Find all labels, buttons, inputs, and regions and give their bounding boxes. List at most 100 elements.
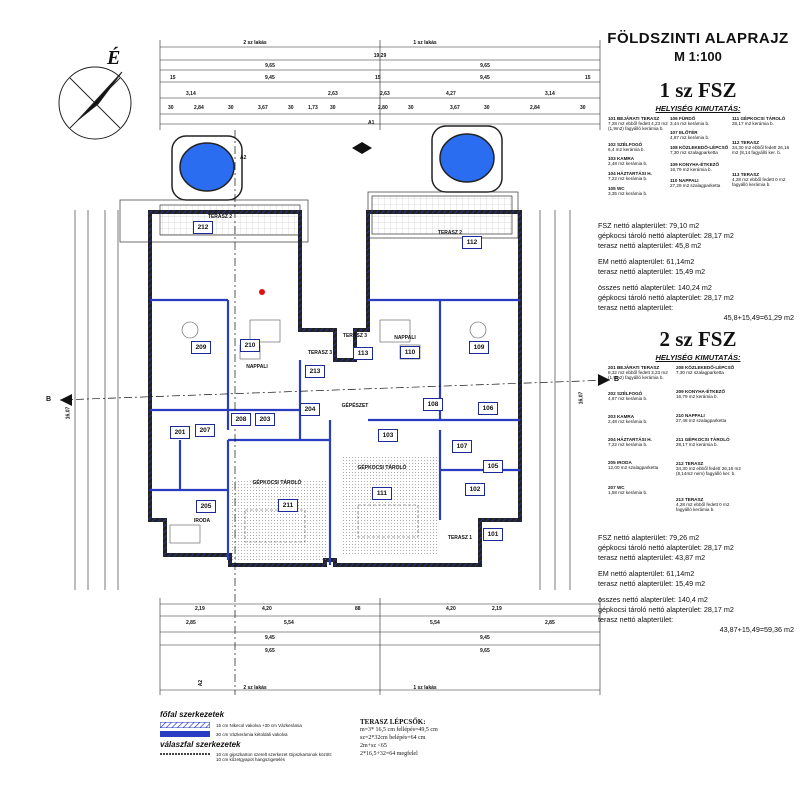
room-tag-203: 203 — [255, 413, 275, 426]
dim-left-vert: 16,07 — [65, 406, 72, 420]
section-b-left: B — [46, 396, 52, 403]
legend-item: 10 cm gipszkarton szerelt szerkezet Gips… — [160, 752, 350, 762]
legend-item: 15 cm Nikecol vakolva +30 cm Vázkerámia — [160, 722, 350, 728]
room-tag-211: 211 — [278, 499, 298, 512]
section-a2-bottom: A2 — [198, 679, 205, 687]
room-tag-208: 208 — [231, 413, 251, 426]
dim-b1-3: 88 — [355, 606, 361, 612]
dim-b2-6: 2,85 — [545, 620, 555, 626]
dim-half-right: 9,65 — [480, 63, 490, 69]
room-tag-210: 210 — [240, 339, 260, 352]
dim-r4-4: 3,14 — [545, 91, 555, 97]
dim-r3-1: 9,45 — [265, 75, 275, 81]
dim-r3-2: 15 — [375, 75, 381, 81]
room-tag-102: 102 — [465, 483, 485, 496]
room-tag-207: 207 — [195, 424, 215, 437]
section-a2-top: A2 — [240, 155, 247, 161]
unit1-room: 104 HÁZTARTÁSI H.7,22 m2 kerámia b. — [608, 171, 652, 182]
dim-r4-2: 2,63 — [380, 91, 390, 97]
dim-r5-11: 2,84 — [530, 105, 540, 111]
room-name-212: TERASZ 2 — [207, 214, 233, 220]
dim-r5-4: 30 — [288, 105, 294, 111]
room-tag-212: 212 — [193, 221, 213, 234]
dim-b1-2: 4,20 — [262, 606, 272, 612]
level-marker — [259, 289, 265, 295]
lakas-top-left: 2 sz lakás — [243, 40, 267, 46]
dim-r5-2: 30 — [228, 105, 234, 111]
bottom-dimensions — [159, 598, 601, 695]
compass-label: É — [107, 47, 121, 69]
dim-r5-6: 30 — [330, 105, 336, 111]
legend-text: 10 cm gipszkarton szerelt szerkezet Gips… — [216, 752, 333, 762]
dim-r4-0: 3,14 — [186, 91, 196, 97]
page-title: FÖLDSZINTI ALAPRAJZ — [607, 30, 789, 47]
room-name-113: TERASZ 3 — [342, 333, 368, 339]
steps-line: sz=2*32cm belépés=64 cm — [360, 735, 426, 741]
room-name-213: TERASZ 3 — [307, 350, 333, 356]
solid-swatch-icon — [160, 731, 210, 737]
room-tag-110: 110 — [400, 346, 420, 359]
unit1-line: gépkocsi tároló nettó alapterület: 28,17… — [598, 293, 734, 302]
dim-r3-0: 15 — [170, 75, 176, 81]
unit2-subtitle: HELYISÉG KIMUTATÁS: — [655, 353, 741, 362]
unit2-line: terasz nettó alapterület: 15,49 m2 — [598, 579, 706, 588]
dim-b1-1: 2,19 — [195, 606, 205, 612]
top-dimensions — [159, 40, 601, 130]
dim-r5-3: 3,67 — [258, 105, 268, 111]
room-tag-101: 101 — [483, 528, 503, 541]
room-name-205: IRODA — [193, 518, 211, 524]
dim-right-vert: 16,07 — [578, 391, 585, 405]
legend-item: 30 cm Vázkerámia kétoldali vakolva — [160, 731, 350, 737]
unit2-line: összes nettó alapterület: 140,4 m2 — [598, 595, 708, 604]
dim-r5-7: 2,80 — [378, 105, 388, 111]
room-name-112: TERASZ 2 — [437, 230, 463, 236]
room-tag-111: 111 — [372, 487, 392, 500]
legend-text: 30 cm Vázkerámia kétoldali vakolva — [216, 731, 288, 737]
dim-b2-0: 2,85 — [186, 620, 196, 626]
hatch-swatch-icon — [160, 722, 210, 728]
unit2-line: EM nettó alapterület: 61,14m2 — [598, 569, 695, 578]
compass-icon — [58, 66, 132, 140]
room-tag-205: 205 — [196, 500, 216, 513]
unit2-line: 43,87+15,49=59,36 m2 — [719, 625, 794, 634]
dim-half-left: 9,65 — [265, 63, 275, 69]
unit1-line: FSZ nettó alapterület: 79,10 m2 — [598, 221, 700, 230]
room-tag-105: 105 — [483, 460, 503, 473]
room-name-111: GÉPKOCSI TÁROLÓ — [357, 465, 407, 471]
section-a1-top: A1 — [368, 120, 375, 126]
dim-r3-4: 15 — [585, 75, 591, 81]
dim-b1-5: 4,20 — [446, 606, 456, 612]
dim-total: 19,29 — [373, 53, 387, 59]
side-dimensions — [74, 210, 571, 590]
room-tag-103: 103 — [378, 429, 398, 442]
room-name-210: NAPPALI — [246, 364, 268, 370]
section-b-right: B — [614, 376, 620, 383]
terraces — [119, 191, 519, 243]
dim-b4-1: 9,65 — [480, 648, 490, 654]
steps-line: 2*16,5+32=64 megfelel — [360, 751, 418, 757]
unit2-room: 204 HÁZTARTÁSI H.7,22 m2 kerámia b. — [608, 437, 652, 448]
steps-heading: TERASZ LÉPCSŐK: — [360, 718, 426, 726]
page-scale: M 1:100 — [674, 49, 722, 64]
lakas-top-right: 1 sz lakás — [413, 40, 437, 46]
room-tag-201: 201 — [170, 426, 190, 439]
dim-r5-0: 30 — [168, 105, 174, 111]
building-walls — [148, 210, 522, 567]
dim-r5-5: 1,73 — [308, 105, 318, 111]
dim-r5-12: 30 — [580, 105, 586, 111]
dim-r5-8: 30 — [408, 105, 414, 111]
dim-r3-3: 9,45 — [480, 75, 490, 81]
